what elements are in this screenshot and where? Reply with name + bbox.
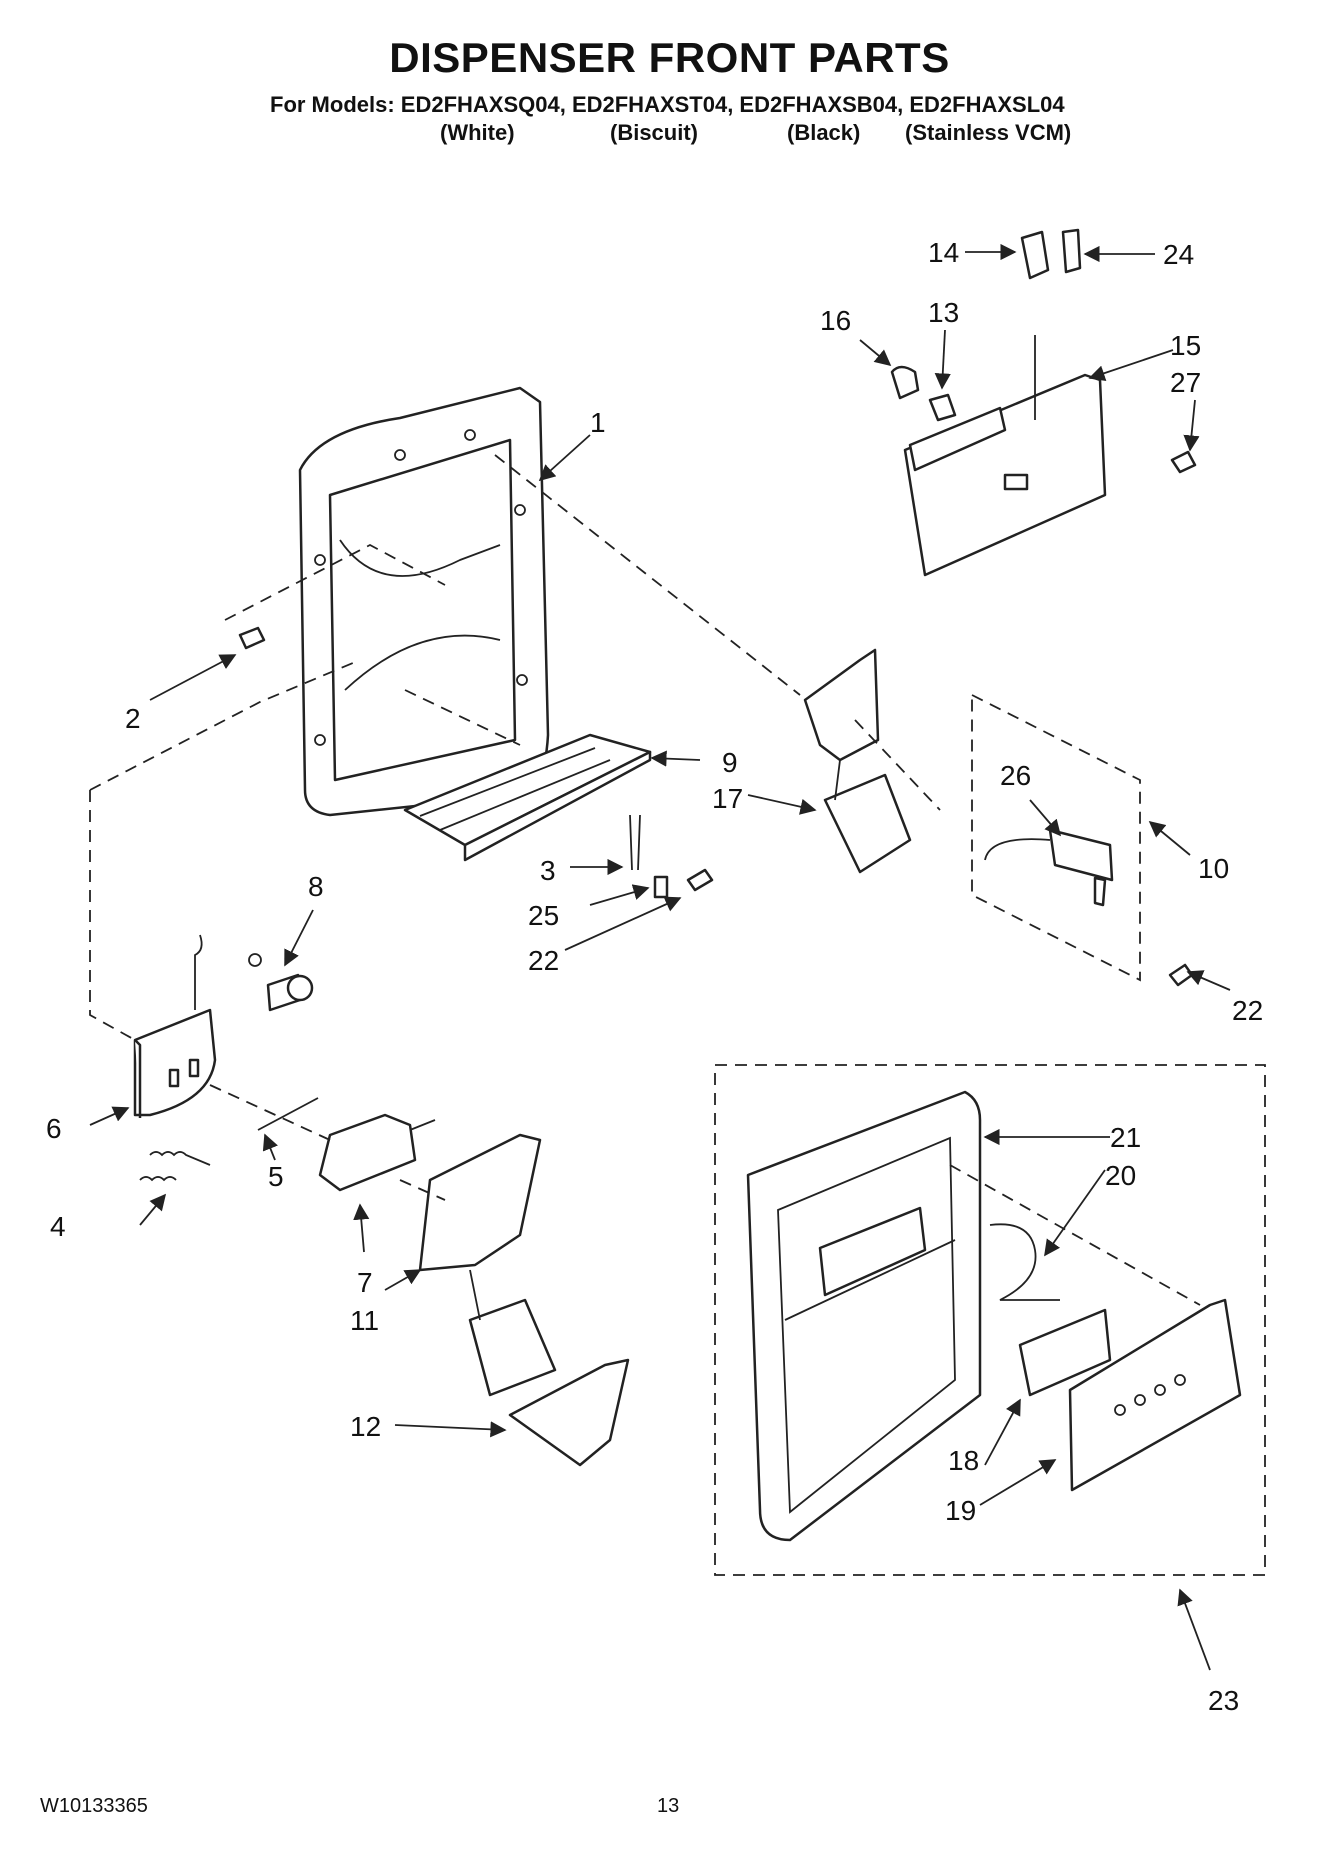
- callout-21: 21: [1110, 1122, 1141, 1153]
- kit-box-23: [714, 1064, 1266, 1576]
- part-control-board: [1018, 1308, 1112, 1397]
- callout-5: 5: [268, 1161, 284, 1192]
- part-control-cover: [1068, 1298, 1242, 1492]
- callout-13: 13: [928, 297, 959, 328]
- callout-1: 1: [590, 407, 606, 438]
- part-housing-frame: [298, 386, 550, 817]
- kit-box-10: [971, 693, 1141, 982]
- assembly-lines: [89, 454, 1201, 1306]
- part-water-switch: [984, 828, 1114, 907]
- callout-25: 25: [528, 900, 559, 931]
- page-number: 13: [657, 1795, 680, 1817]
- callout-27: 27: [1170, 367, 1201, 398]
- part-25-pad: [653, 875, 669, 899]
- part-socket-13: [928, 393, 957, 422]
- callout-7: 7: [357, 1267, 373, 1298]
- part-ice-chute: [508, 1358, 630, 1467]
- callout-12: 12: [350, 1411, 381, 1442]
- part-screw-2: [238, 626, 266, 650]
- callout-18: 18: [948, 1445, 979, 1476]
- callout-19: 19: [945, 1495, 976, 1526]
- leader-arrows: [89, 243, 1231, 1671]
- part-pin-5: [257, 1097, 319, 1131]
- callout-24: 24: [1163, 239, 1194, 270]
- part-solenoid: [248, 953, 314, 1012]
- part-springs: [139, 1151, 211, 1182]
- callout-3: 3: [540, 855, 556, 886]
- callout-22b: 22: [1232, 995, 1263, 1026]
- callout-22a: 22: [528, 945, 559, 976]
- callout-9: 9: [722, 747, 738, 778]
- part-screw-27: [1170, 450, 1197, 474]
- callout-8: 8: [308, 871, 324, 902]
- part-front-panel: [746, 1090, 982, 1542]
- callout-4: 4: [50, 1211, 66, 1242]
- callout-6: 6: [46, 1113, 62, 1144]
- part-pad-24: [1061, 228, 1082, 274]
- callout-15: 15: [1170, 330, 1201, 361]
- part-water-paddle: [803, 648, 912, 874]
- callout-26: 26: [1000, 760, 1031, 791]
- part-screw-22a: [686, 868, 714, 892]
- callout-11: 11: [350, 1305, 379, 1336]
- callout-14: 14: [928, 237, 959, 268]
- part-lamp-16: [890, 365, 920, 400]
- callout-20: 20: [1105, 1160, 1136, 1191]
- part-dispenser-bracket: [903, 335, 1107, 577]
- part-actuator-7: [318, 1113, 436, 1192]
- callout-16: 16: [820, 305, 851, 336]
- finish-white: (White): [440, 120, 515, 145]
- finish-black: (Black): [787, 120, 861, 145]
- part-3-clip: [629, 814, 641, 871]
- finish-biscuit: (Biscuit): [610, 120, 698, 145]
- part-screw-22b: [1168, 963, 1194, 987]
- part-ice-paddle: [418, 1133, 557, 1397]
- part-drip-tray: [403, 733, 652, 862]
- callout-17: 17: [712, 783, 743, 814]
- document-number: W10133365: [40, 1795, 148, 1817]
- part-control-module: [133, 934, 217, 1118]
- callout-23: 23: [1208, 1685, 1239, 1716]
- finish-stainless: (Stainless VCM): [905, 120, 1072, 145]
- callout-10: 10: [1198, 853, 1229, 884]
- page-title: DISPENSER FRONT PARTS: [389, 34, 950, 81]
- models-line: For Models: ED2FHAXSQ04, ED2FHAXST04, ED…: [270, 92, 1065, 117]
- part-switch-14: [1020, 230, 1050, 280]
- part-wire-harness: [989, 1223, 1060, 1301]
- callout-2: 2: [125, 703, 141, 734]
